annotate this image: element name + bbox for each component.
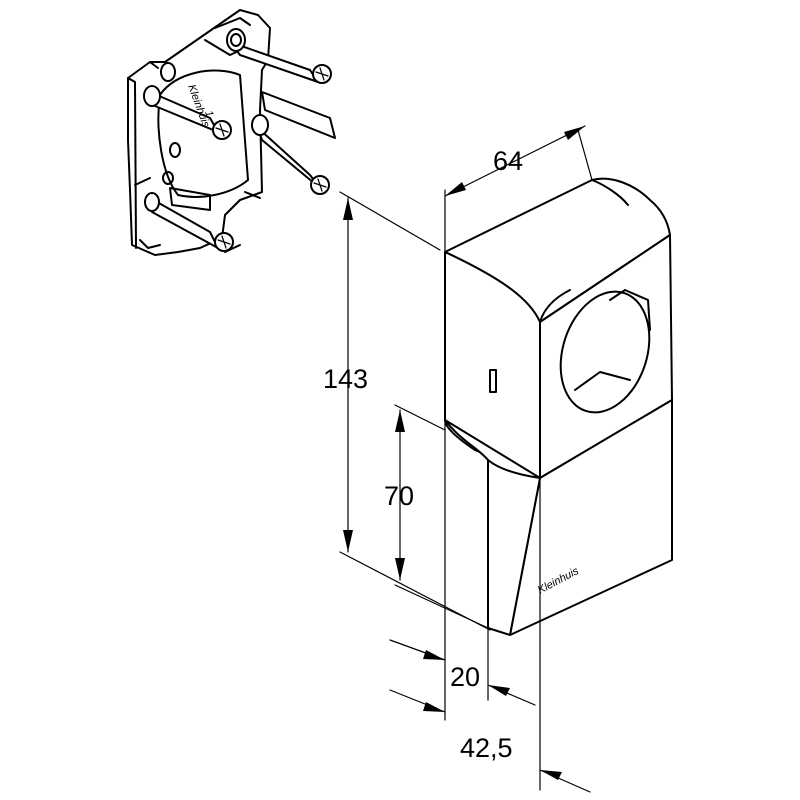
plate-brand-number: 1 — [202, 109, 215, 119]
dim-width-top: 64 — [493, 146, 523, 176]
dim-depth-total: 42,5 — [460, 733, 513, 763]
dim-depth-lower: 20 — [450, 662, 480, 692]
mounting-screws — [143, 28, 336, 252]
mounting-plate: Kleinhuis 1 — [127, 9, 336, 256]
slot-indicator — [489, 369, 497, 393]
dimension-lines — [339, 125, 593, 793]
socket-housing: Kleinhuis — [444, 177, 673, 636]
socket-opening — [559, 290, 651, 414]
dim-height-lower: 70 — [384, 481, 414, 511]
dim-height-total: 143 — [323, 364, 368, 394]
